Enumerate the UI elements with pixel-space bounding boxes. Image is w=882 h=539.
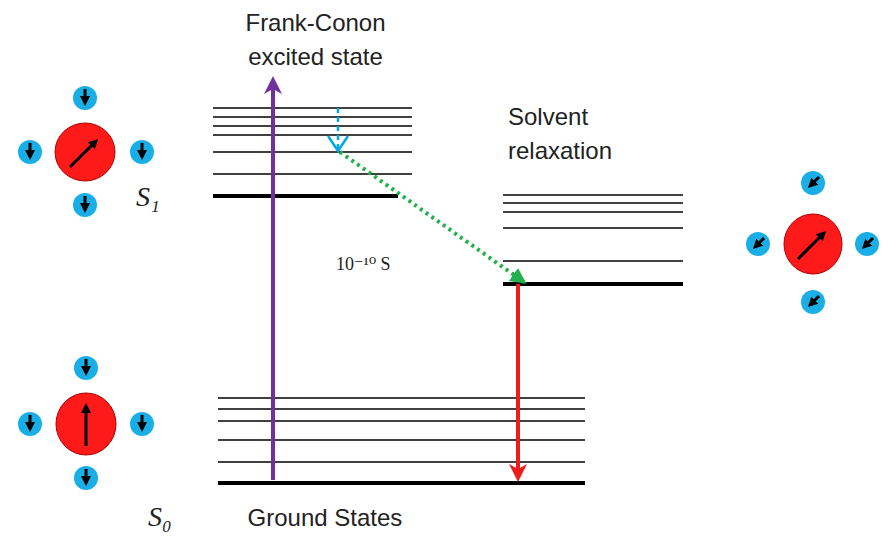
molecule-ground xyxy=(18,356,154,490)
excited-levels xyxy=(213,108,412,174)
molecule-excited xyxy=(18,86,154,217)
relaxed-levels xyxy=(503,195,683,261)
time-scale: 10⁻¹⁰ S xyxy=(336,252,446,276)
vibrational-relaxation-arrow xyxy=(337,108,340,150)
state-symbol: S₁ xyxy=(136,180,196,214)
s1-level xyxy=(213,194,398,198)
s0-level xyxy=(218,481,585,485)
emission-arrow xyxy=(516,284,520,478)
relaxed-level xyxy=(503,282,683,286)
state-symbol: S₀ xyxy=(148,500,208,534)
absorption-arrow xyxy=(271,80,275,480)
state-heading: Frank-Conon excited state xyxy=(208,6,423,74)
state-heading: Ground States xyxy=(210,503,440,533)
molecule-relaxed xyxy=(746,171,879,314)
state-heading: Solvent relaxation xyxy=(508,100,643,168)
